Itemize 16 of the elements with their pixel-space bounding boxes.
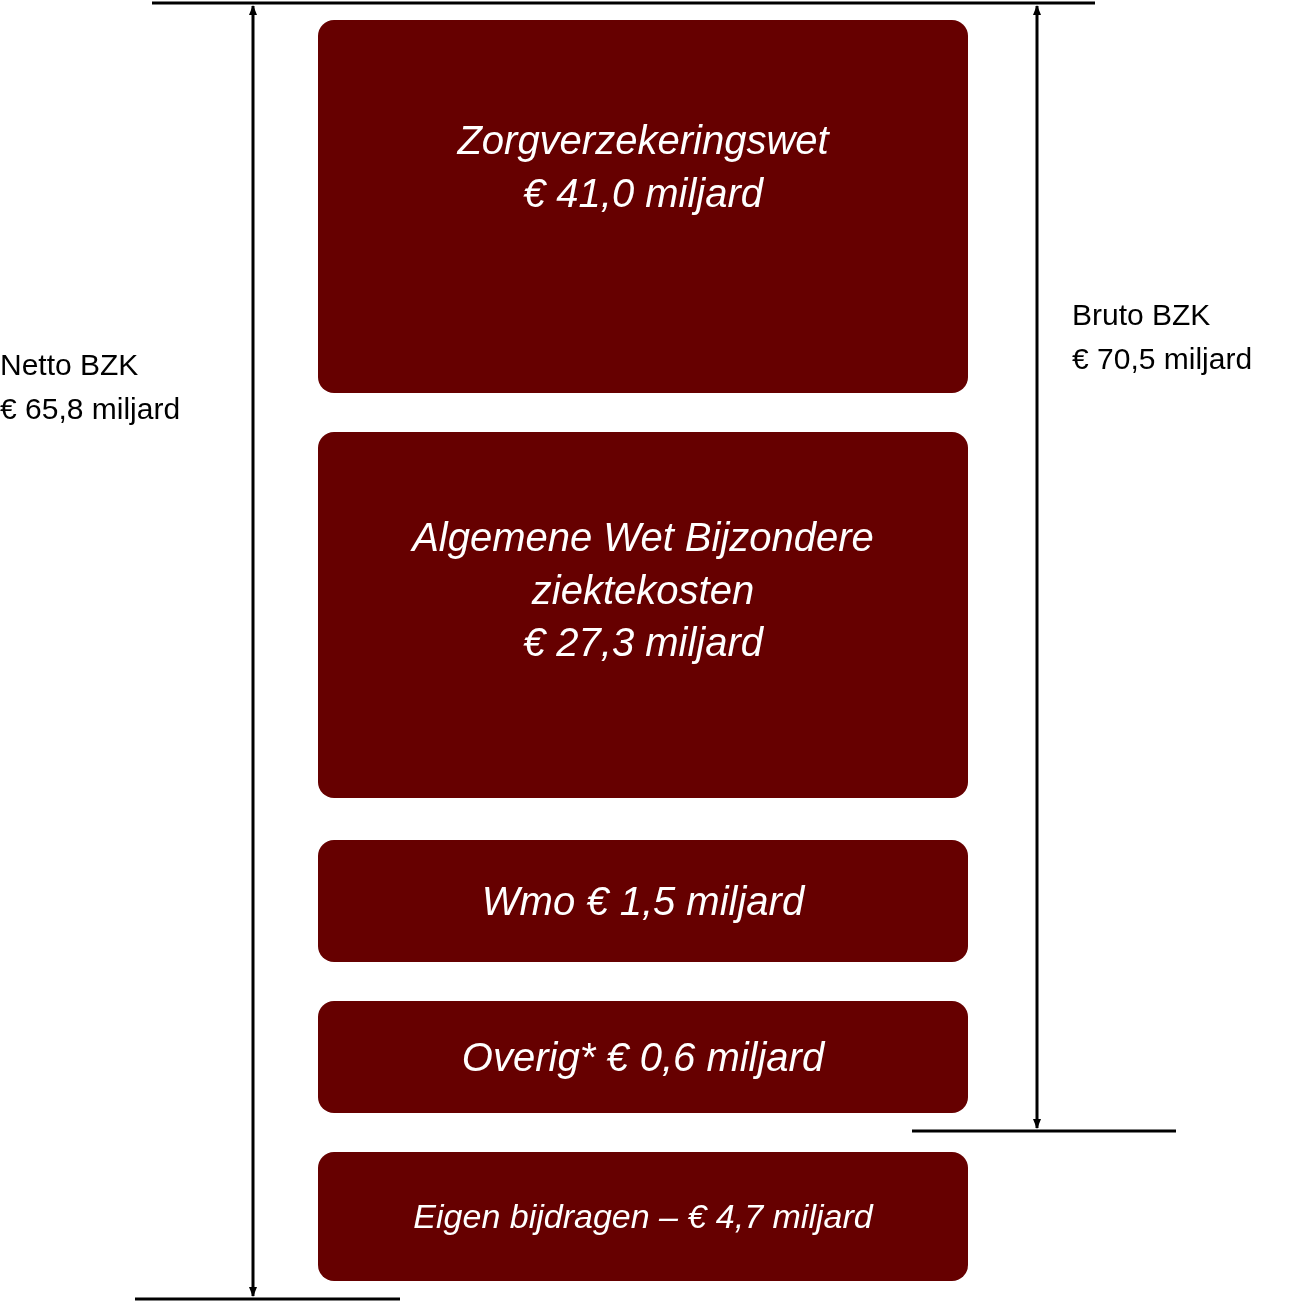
total-label: Bruto BZK	[1072, 297, 1212, 333]
budget-box	[318, 432, 968, 798]
box-title: Overig* € 0,6 miljard	[461, 1033, 825, 1081]
budget-box	[318, 1001, 968, 1113]
total-amount: € 65,8 miljard	[0, 390, 181, 427]
total-label: Netto BZK	[0, 347, 140, 383]
box-title: Algemene Wet Bijzondere ziektekosten	[409, 513, 875, 614]
box-title: Wmo € 1,5 miljard	[481, 877, 805, 925]
box-title: Zorgverzekeringswet	[457, 116, 829, 164]
total-amount: € 70,5 miljard	[1072, 340, 1253, 377]
budget-box	[318, 840, 968, 962]
budget-box	[318, 20, 968, 393]
budget-box	[318, 1152, 968, 1281]
box-title: Eigen bijdragen – € 4,7 miljard	[413, 1196, 873, 1238]
amount-text: € 41,0 miljard	[522, 169, 764, 217]
amount-text: € 27,3 miljard	[522, 619, 764, 667]
